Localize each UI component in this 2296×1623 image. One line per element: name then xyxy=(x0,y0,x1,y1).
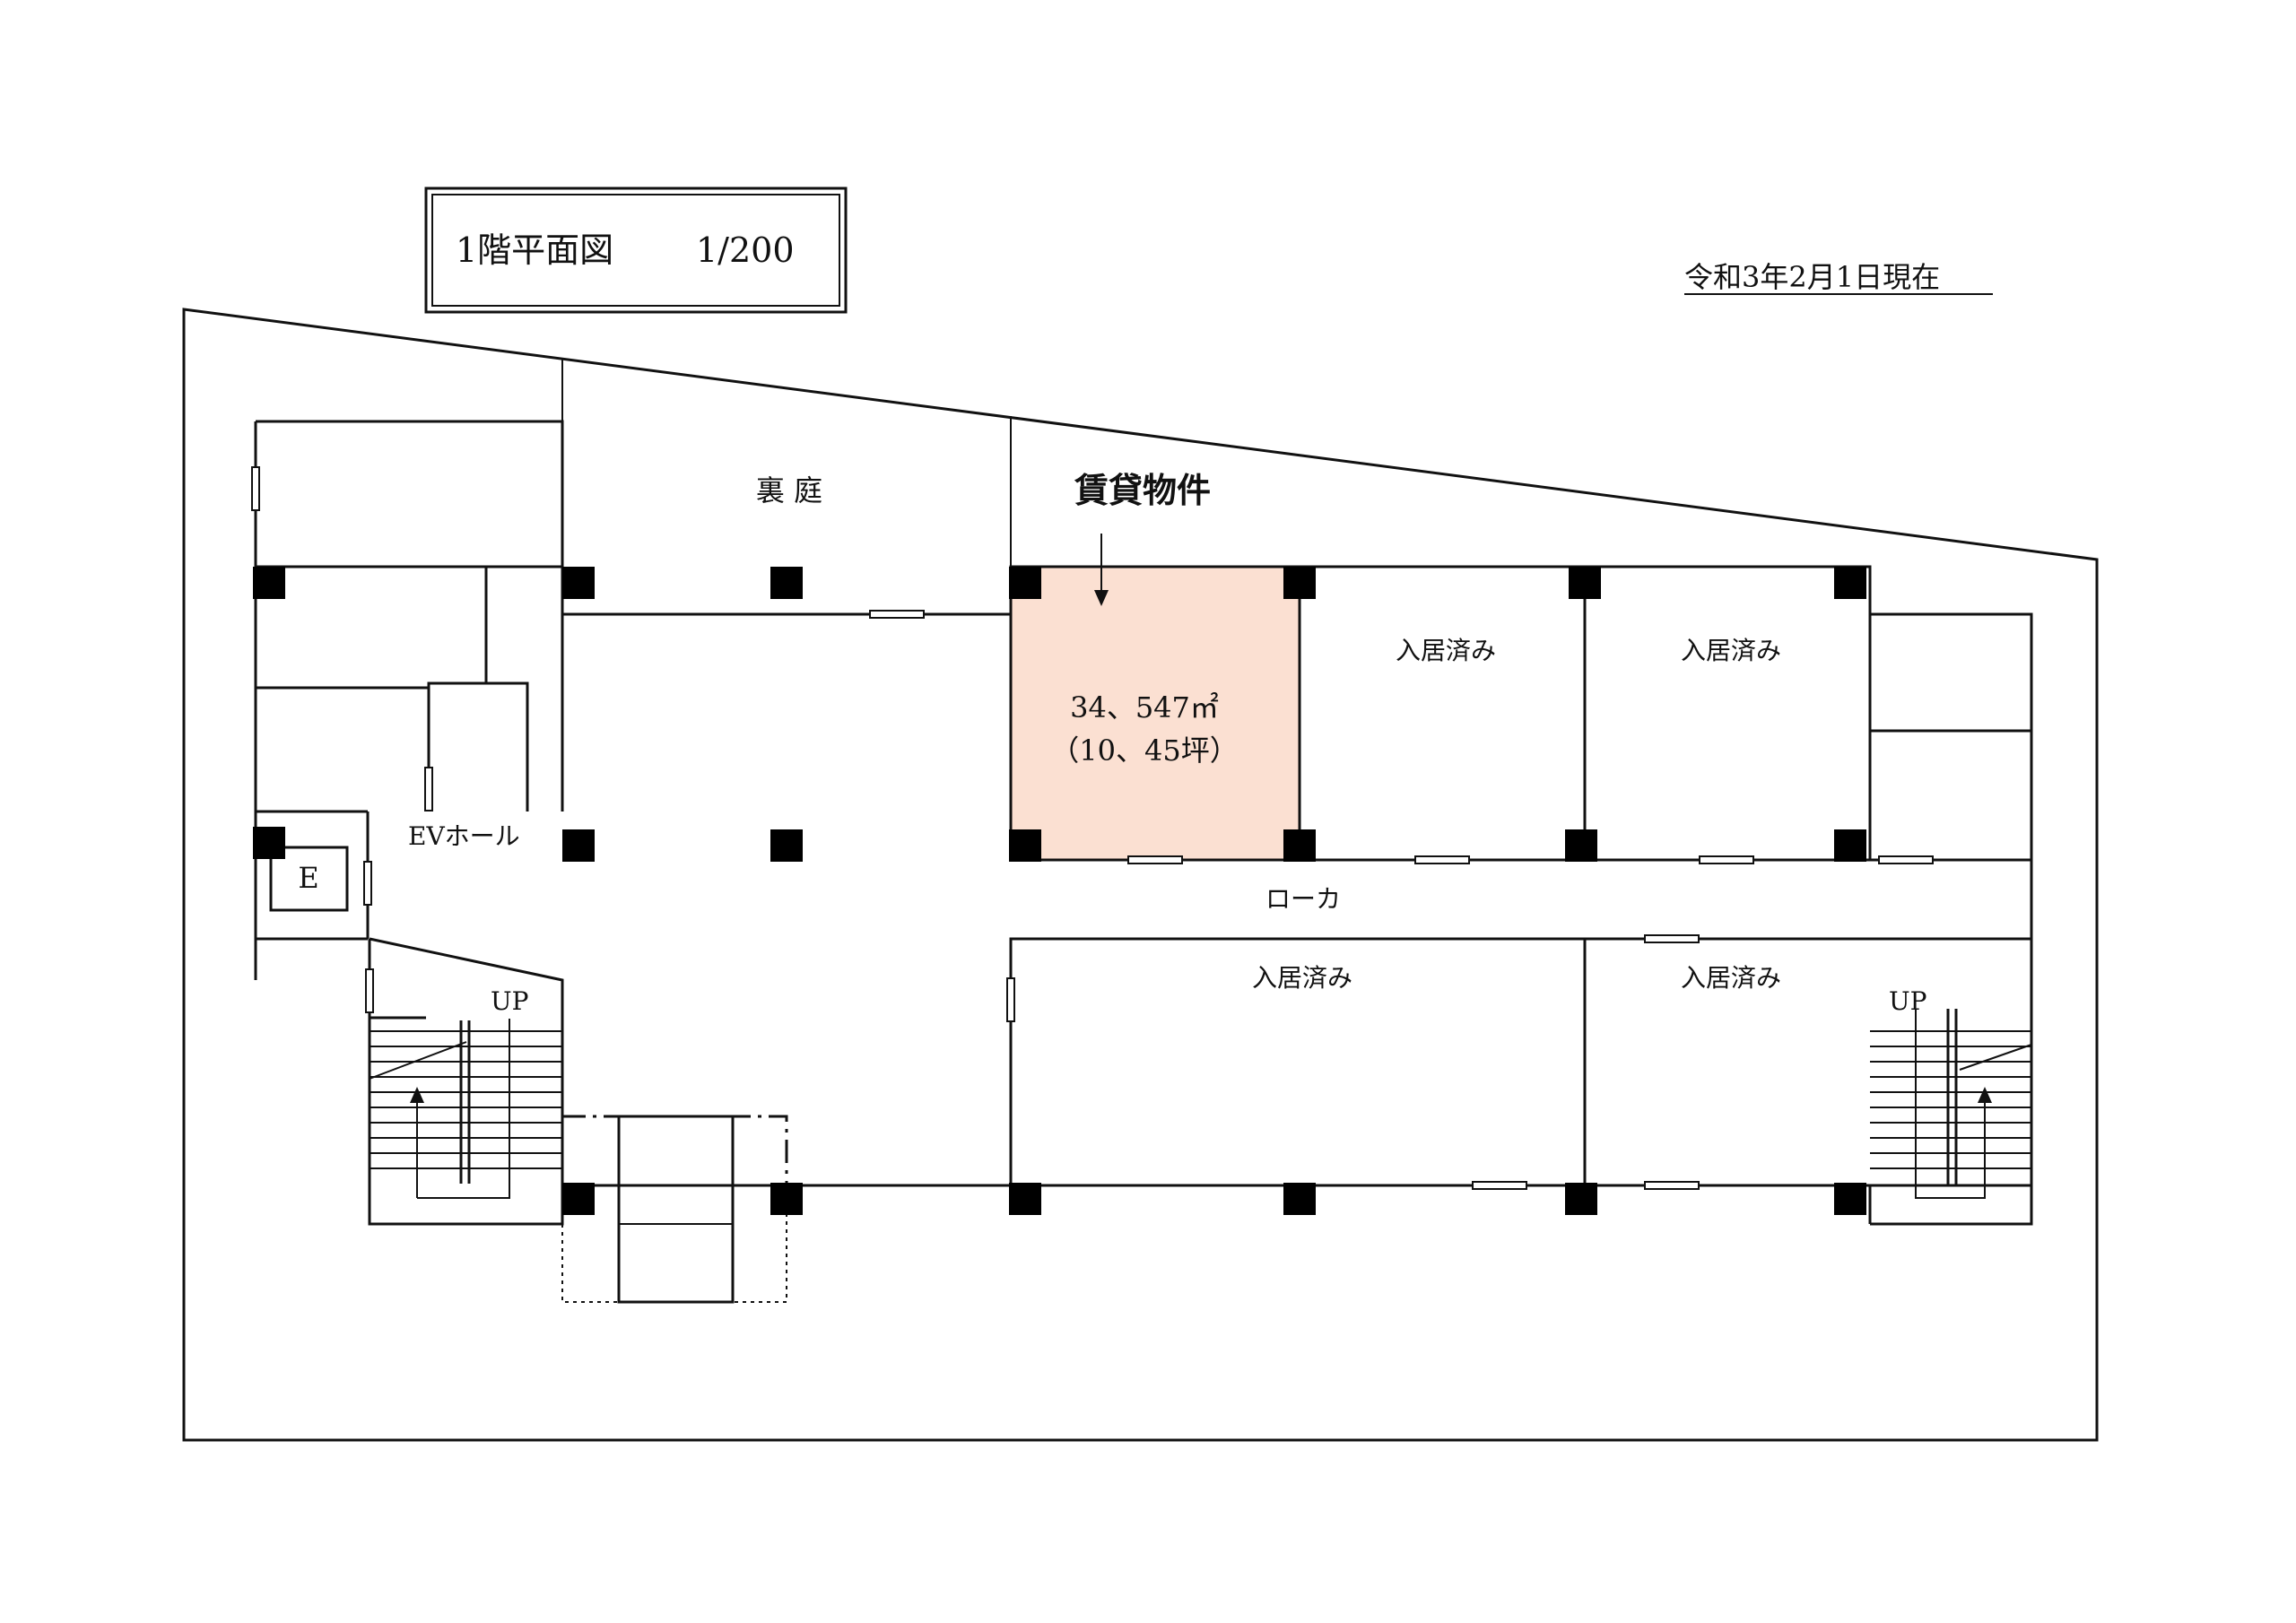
unit-occupied-1: 入居済み xyxy=(1396,636,1496,665)
unit-occupied-3: 入居済み xyxy=(1252,963,1352,993)
back-garden-label: 裏 庭 xyxy=(756,473,822,508)
column xyxy=(1283,1183,1316,1215)
site-boundary xyxy=(182,308,2099,1442)
door-opening xyxy=(1644,1181,1700,1190)
plan-title: 1階平面図 xyxy=(456,230,613,270)
column xyxy=(1834,567,1866,599)
rental-area-tsubo: （10、45坪） xyxy=(1050,733,1238,768)
elevator-label: E xyxy=(298,861,318,895)
door-opening xyxy=(363,861,372,906)
door-opening xyxy=(424,767,433,812)
door-opening xyxy=(869,610,925,619)
column xyxy=(770,567,803,599)
column xyxy=(562,829,595,862)
rental-pointer-arrow xyxy=(1094,534,1109,606)
ev-hall-label: EVホール xyxy=(408,821,520,851)
column xyxy=(253,827,285,859)
unit-occupied-4: 入居済み xyxy=(1681,963,1781,993)
column xyxy=(1283,829,1316,862)
door-opening xyxy=(1414,855,1470,864)
right-stairs-up: UP xyxy=(1889,986,1926,1016)
rental-area-sqm: 34、547㎡ xyxy=(1070,690,1219,725)
column xyxy=(1569,567,1601,599)
rental-unit[interactable] xyxy=(1009,565,1301,862)
column xyxy=(1009,1183,1041,1215)
elevator: E xyxy=(269,846,349,912)
left-stairs-up: UP xyxy=(491,986,528,1016)
right-stairs: UP xyxy=(1868,860,2033,1226)
column xyxy=(1565,829,1597,862)
left-stairs: UP xyxy=(368,937,564,1226)
structural-columns xyxy=(253,567,1866,1215)
upper-left-rooms xyxy=(254,420,564,980)
column xyxy=(562,567,595,599)
door-opening xyxy=(1006,977,1015,1022)
door-opening xyxy=(1699,855,1754,864)
column xyxy=(1009,829,1041,862)
door-opening xyxy=(365,968,374,1013)
as-of-date: 令和3年2月1日現在 xyxy=(1684,260,1940,294)
corridor-label: ローカ xyxy=(1265,884,1341,914)
entrance xyxy=(561,1115,788,1304)
column xyxy=(1565,1183,1597,1215)
column xyxy=(1283,567,1316,599)
column xyxy=(253,567,285,599)
door-opening xyxy=(251,466,260,511)
column xyxy=(770,829,803,862)
column xyxy=(1834,1183,1866,1215)
column xyxy=(1834,829,1866,862)
door-opening xyxy=(1127,855,1183,864)
column xyxy=(1009,567,1041,599)
doors xyxy=(251,466,1934,1190)
column xyxy=(770,1183,803,1215)
column xyxy=(562,1183,595,1215)
door-opening xyxy=(1472,1181,1527,1190)
door-opening xyxy=(1644,934,1700,943)
unit-occupied-2: 入居済み xyxy=(1681,636,1781,665)
door-opening xyxy=(1878,855,1934,864)
rental-property-label: 賃貸物件 xyxy=(1074,471,1211,510)
title-box: 1階平面図 1/200 xyxy=(424,187,848,314)
plan-scale: 1/200 xyxy=(696,230,795,270)
